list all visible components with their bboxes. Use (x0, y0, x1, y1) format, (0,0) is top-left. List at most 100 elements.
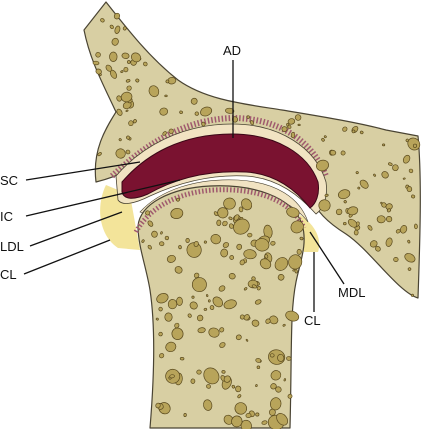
bone-pore (164, 235, 170, 241)
bone-pore (120, 70, 124, 73)
bone-pore (130, 52, 142, 63)
bone-pore (277, 353, 285, 362)
bone-pore (324, 193, 329, 197)
bone-pore (169, 374, 175, 379)
temporal-bone (83, 1, 421, 299)
bone-pore (219, 327, 225, 333)
bone-pore (126, 135, 131, 140)
bone-pore (286, 122, 290, 127)
bone-pore (241, 198, 253, 211)
bone-pore (347, 218, 358, 228)
bone-pore (143, 61, 148, 67)
bone-pore (299, 236, 304, 241)
bone-pore (286, 356, 292, 361)
bone-pore (404, 253, 416, 263)
bone-pore (197, 327, 206, 334)
bone-pore (219, 342, 226, 348)
bone-pore (220, 248, 229, 258)
bone-pore (223, 375, 231, 383)
bone-pore (187, 313, 192, 318)
bone-pore (255, 358, 262, 363)
bone-pore (165, 79, 170, 84)
bone-pore (245, 412, 252, 419)
bone-pore (118, 138, 122, 142)
bone-pore (264, 254, 269, 259)
bone-pore (243, 249, 257, 260)
bone-pore (231, 415, 243, 428)
bone-pore (206, 384, 211, 389)
bone-pore (223, 414, 234, 425)
bone-pore (235, 334, 242, 341)
bone-pore (203, 240, 207, 244)
bone-pore (385, 216, 393, 223)
bone-pore (97, 152, 102, 157)
bone-pore (228, 216, 233, 220)
leader-line-mdl (309, 231, 345, 285)
label-ic: IC (0, 209, 13, 224)
bone-pore (114, 25, 121, 34)
bone-pore (203, 367, 220, 385)
bone-pore (351, 129, 356, 134)
bone-pore (95, 52, 101, 58)
bone-pore (290, 132, 296, 139)
bone-pore (179, 357, 185, 361)
bone-pore (194, 111, 199, 116)
bone-pore (235, 385, 242, 393)
bone-pore (408, 168, 414, 174)
label-cl-left: CL (0, 267, 17, 282)
bone-pore (386, 208, 392, 213)
bone-pore (229, 255, 235, 260)
bone-pore (135, 78, 140, 83)
bone-pore (174, 266, 183, 274)
bone-pore (109, 51, 118, 62)
bone-pore (254, 238, 270, 252)
bone-pore (270, 370, 282, 381)
bone-pore (286, 207, 300, 218)
bone-pore (126, 60, 131, 64)
bone-pore (402, 177, 406, 180)
bone-pore (212, 296, 224, 308)
bone-pore (355, 171, 359, 175)
bone-pore (206, 294, 209, 298)
bone-pore (329, 149, 337, 156)
bone-pore (347, 206, 359, 216)
bone-pore (228, 273, 236, 280)
bone-pore (407, 267, 412, 271)
bone-pore (373, 173, 377, 177)
bone-pore (287, 393, 293, 399)
bone-pore (223, 197, 236, 210)
bone-pore (176, 197, 180, 202)
bone-pore (243, 287, 248, 291)
bone-pore (247, 232, 253, 238)
bone-pore (269, 353, 275, 358)
bone-pore (283, 378, 287, 382)
bone-pore (231, 384, 236, 389)
bone-pore (151, 230, 158, 238)
bone-pore (407, 239, 411, 244)
bone-pore (122, 26, 127, 31)
bone-pore (357, 186, 361, 190)
bone-pore (159, 107, 169, 116)
bone-pore (316, 159, 329, 172)
bone-pore (121, 52, 130, 59)
bone-pore (359, 130, 364, 135)
bone-pore (164, 312, 173, 322)
bone-pore (222, 242, 229, 248)
bone-pore (290, 220, 304, 234)
bone-pore (223, 299, 237, 310)
bone-pore (369, 240, 378, 248)
bone-pore (145, 210, 151, 216)
bone-pore (168, 128, 174, 134)
bone-pore (125, 79, 131, 83)
bone-pore (294, 114, 302, 121)
bone-pore (343, 221, 347, 226)
bone-pore (156, 293, 169, 304)
bone-pore (120, 91, 133, 103)
bone-pore (216, 219, 222, 226)
bone-pore (158, 331, 163, 337)
bone-pore (412, 143, 418, 148)
bone-pore (167, 299, 178, 310)
bone-pore (255, 412, 260, 417)
trabecular-bone-pores (92, 12, 421, 429)
